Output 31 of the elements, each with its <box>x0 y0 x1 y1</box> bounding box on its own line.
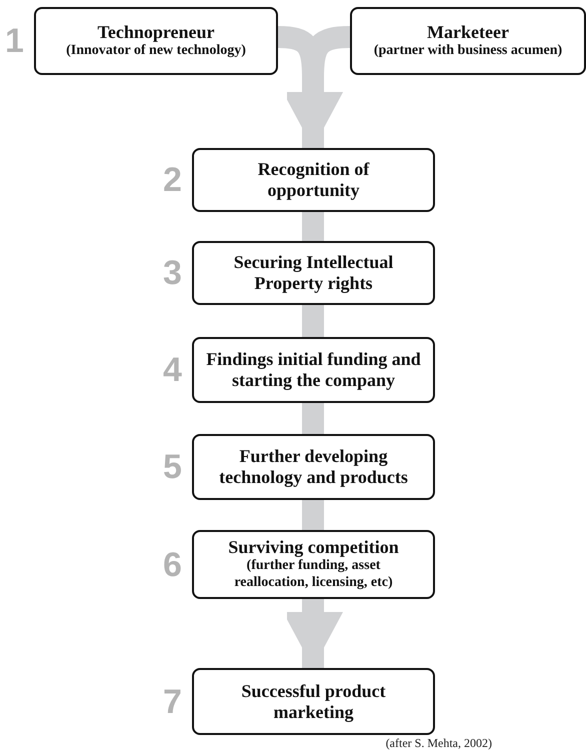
process-box <box>192 530 435 599</box>
connector-bar <box>302 403 324 434</box>
step-number: 6 <box>163 548 182 582</box>
step-number: 5 <box>163 450 182 484</box>
connector-bar <box>302 500 324 530</box>
connector-bar <box>302 305 324 337</box>
step-title: Surviving competition <box>228 537 399 558</box>
step-title: Marketeer <box>427 22 509 43</box>
process-box <box>192 241 435 305</box>
step-number: 3 <box>163 256 182 290</box>
process-box <box>192 148 435 212</box>
step-title: Technopreneur <box>97 22 215 43</box>
step-number: 2 <box>163 163 182 197</box>
process-box <box>350 7 586 75</box>
step-title: Recognition of opportunity <box>256 159 370 201</box>
step-detail: (partner with business acumen) <box>374 42 562 60</box>
process-box <box>192 668 435 735</box>
step-title: Further developing technology and products <box>218 446 409 488</box>
process-box <box>34 7 278 75</box>
connector-bar <box>302 212 324 241</box>
process-box <box>192 434 435 500</box>
step-title: Findings initial funding and starting the company <box>205 349 422 391</box>
step-detail: (further funding, asset reallocation, licensing, etc) <box>233 558 394 592</box>
step-detail: (Innovator of new technology) <box>66 42 246 60</box>
step-number: 1 <box>5 24 24 58</box>
step-title: Securing Intellectual Property rights <box>232 252 394 294</box>
caption: (after S. Mehta, 2002) <box>386 736 492 751</box>
step-number: 7 <box>163 684 182 718</box>
step-number: 4 <box>163 353 182 387</box>
step-title: Successful product marketing <box>240 680 387 722</box>
process-box <box>192 337 435 403</box>
